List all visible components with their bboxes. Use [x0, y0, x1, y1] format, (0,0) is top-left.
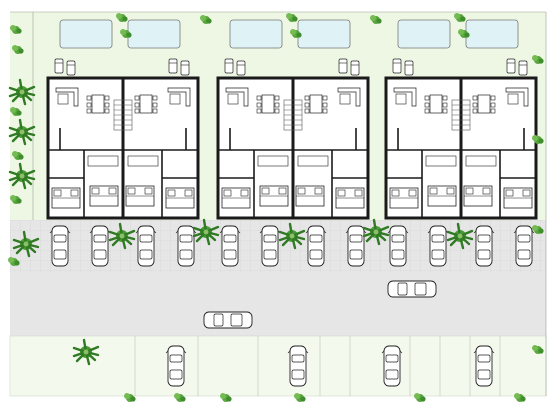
car-parked [287, 345, 309, 387]
pool [59, 19, 113, 49]
parking-strip [9, 335, 547, 397]
car-street-1 [387, 280, 437, 298]
car-parked [165, 345, 187, 387]
pool [465, 19, 519, 49]
car-parked [381, 345, 403, 387]
lot-lines [10, 11, 547, 396]
street [10, 272, 546, 336]
house-block-1 [46, 19, 200, 267]
car-street-2 [203, 311, 253, 329]
pool [397, 19, 451, 49]
house-block-2 [216, 19, 370, 267]
pool [229, 19, 283, 49]
parking-lines [134, 336, 501, 396]
pool [297, 19, 351, 49]
house-block-3 [384, 19, 538, 267]
car-parked [473, 345, 495, 387]
pool [127, 19, 181, 49]
